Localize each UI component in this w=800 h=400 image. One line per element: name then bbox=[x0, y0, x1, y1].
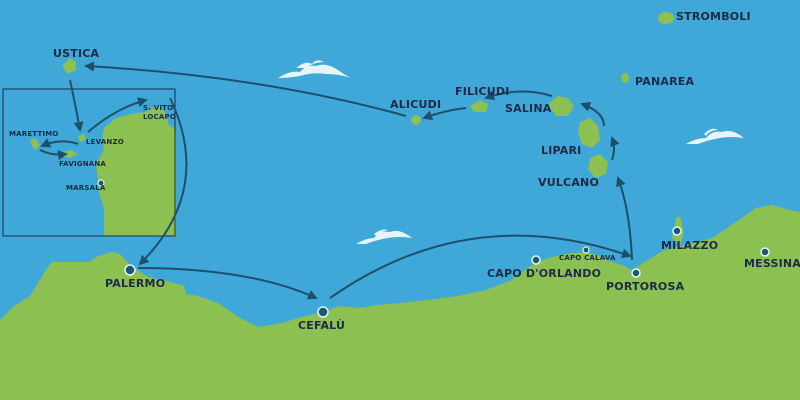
port-markers bbox=[97, 179, 770, 318]
route-alicudi-ustica bbox=[84, 61, 407, 117]
label-messina: MESSINA bbox=[744, 257, 800, 270]
route-marettimo-favignana bbox=[39, 149, 68, 161]
route-arrows bbox=[39, 61, 633, 300]
label-palermo: PALERMO bbox=[105, 277, 166, 290]
sicily-mainland bbox=[0, 205, 800, 400]
wave-decoration-east bbox=[686, 128, 744, 144]
route-cefalu-portorosa bbox=[329, 234, 632, 299]
wave-decoration-center bbox=[278, 60, 352, 78]
inset-frame bbox=[2, 88, 176, 237]
marker-capo-orlando bbox=[531, 255, 541, 265]
marker-milazzo bbox=[672, 226, 682, 236]
route-levanzo-svito bbox=[87, 97, 148, 133]
label-milazzo: MILAZZO bbox=[661, 239, 719, 252]
label-alicudi: ALICUDI bbox=[390, 98, 442, 111]
island-alicudi bbox=[411, 115, 421, 125]
route-filicudi-alicudi bbox=[422, 107, 467, 120]
island-lipari bbox=[578, 118, 600, 148]
label-stromboli: STROMBOLI bbox=[676, 10, 751, 23]
label-marsala: MARSALA bbox=[66, 184, 106, 192]
route-palermo-cefalu bbox=[137, 267, 318, 300]
label-favignana: FAVIGNANA bbox=[59, 160, 107, 168]
route-salina-filicudi bbox=[484, 90, 553, 101]
island-stromboli bbox=[658, 12, 674, 24]
wave-decoration-south bbox=[356, 229, 412, 244]
label-panarea: PANAREA bbox=[635, 75, 695, 88]
island-panarea bbox=[621, 73, 629, 83]
marker-messina bbox=[760, 247, 770, 257]
messina-tip bbox=[760, 210, 800, 400]
marker-capo-calava bbox=[582, 246, 590, 254]
island-vulcano bbox=[588, 154, 608, 178]
marker-palermo bbox=[124, 264, 136, 276]
label-salina: SALINA bbox=[505, 102, 552, 115]
island-levanzo bbox=[78, 134, 86, 142]
label-portorosa: PORTOROSA bbox=[606, 280, 685, 293]
island-salina bbox=[548, 96, 574, 116]
western-sicily-inset bbox=[96, 106, 176, 236]
island-marettimo bbox=[30, 138, 40, 150]
route-ustica-levanzo bbox=[69, 79, 84, 132]
marker-cefalu bbox=[317, 306, 329, 318]
label-vulcano: VULCANO bbox=[538, 176, 599, 189]
island-filicudi bbox=[470, 100, 488, 112]
marker-marsala bbox=[97, 179, 105, 187]
marker-portorosa bbox=[631, 268, 641, 278]
label-cefalu: CEFALÙ bbox=[298, 319, 346, 332]
label-capo-calava: CAPO CALAVA bbox=[559, 254, 616, 262]
label-filicudi: FILICUDI bbox=[455, 85, 510, 98]
route-levanzo-marettimo bbox=[40, 138, 79, 148]
label-marettimo: MARETTIMO bbox=[9, 130, 59, 138]
label-capo-orlando: CAPO D'ORLANDO bbox=[487, 267, 602, 280]
route-lipari-salina bbox=[580, 102, 605, 127]
route-vulcano-lipari bbox=[610, 136, 620, 161]
label-lipari: LIPARI bbox=[541, 144, 582, 157]
label-levanzo: LEVANZO bbox=[86, 138, 124, 146]
island-ustica bbox=[62, 58, 76, 74]
route-svito-palermo bbox=[138, 97, 188, 266]
label-ustica: USTICA bbox=[53, 47, 100, 60]
label-san-vito-lo-capo: S. VITO LOCAPO bbox=[143, 104, 176, 121]
